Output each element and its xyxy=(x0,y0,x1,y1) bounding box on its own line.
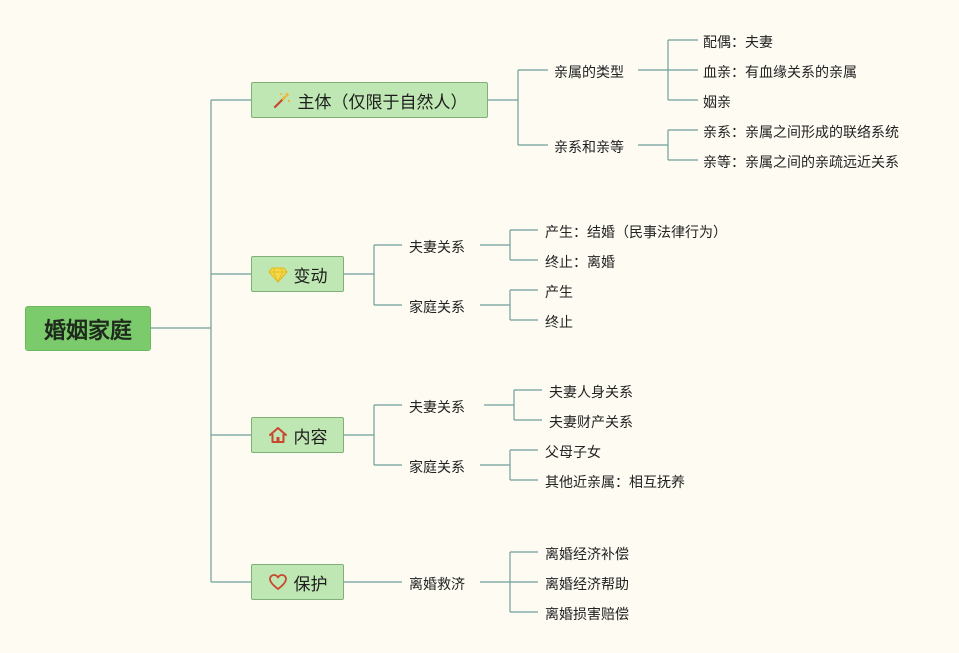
branch-subject[interactable]: 主体（仅限于自然人） xyxy=(251,82,488,118)
branch-label: 保护 xyxy=(293,574,328,595)
branch-label: 变动 xyxy=(293,266,328,287)
subtopic[interactable]: 家庭关系 xyxy=(409,460,465,476)
leaf-item[interactable]: 父母子女 xyxy=(545,445,601,461)
leaf-item[interactable]: 亲系：亲属之间形成的联络系统 xyxy=(703,125,899,141)
leaf-item[interactable]: 血亲：有血缘关系的亲属 xyxy=(703,65,857,81)
heart-icon xyxy=(268,572,288,592)
subtopic[interactable]: 夫妻关系 xyxy=(409,240,465,256)
leaf-item[interactable]: 产生 xyxy=(545,285,573,301)
leaf-item[interactable]: 终止：离婚 xyxy=(545,255,615,271)
branch-change[interactable]: 变动 xyxy=(251,256,344,292)
leaf-item[interactable]: 离婚损害赔偿 xyxy=(545,607,629,623)
root-node[interactable]: 婚姻家庭 xyxy=(25,306,151,351)
leaf-item[interactable]: 其他近亲属：相互抚养 xyxy=(545,475,685,491)
gem-icon xyxy=(267,264,288,284)
subtopic[interactable]: 夫妻关系 xyxy=(409,400,465,416)
subtopic[interactable]: 家庭关系 xyxy=(409,300,465,316)
leaf-item[interactable]: 姻亲 xyxy=(703,95,731,111)
leaf-item[interactable]: 离婚经济补偿 xyxy=(545,547,629,563)
leaf-item[interactable]: 配偶：夫妻 xyxy=(703,35,773,51)
subtopic[interactable]: 亲系和亲等 xyxy=(554,140,624,156)
branch-content[interactable]: 内容 xyxy=(251,417,344,453)
leaf-item[interactable]: 离婚经济帮助 xyxy=(545,577,629,593)
leaf-item[interactable]: 夫妻人身关系 xyxy=(549,385,633,401)
subtopic[interactable]: 离婚救济 xyxy=(409,577,465,593)
subtopic[interactable]: 亲属的类型 xyxy=(554,65,624,81)
leaf-item[interactable]: 夫妻财产关系 xyxy=(549,415,633,431)
magic-wand-icon xyxy=(272,90,292,110)
leaf-item[interactable]: 产生：结婚（民事法律行为） xyxy=(545,225,727,241)
branch-label: 主体（仅限于自然人） xyxy=(297,92,468,113)
house-icon xyxy=(268,425,288,445)
branch-label: 内容 xyxy=(293,427,328,448)
leaf-item[interactable]: 终止 xyxy=(545,315,573,331)
leaf-item[interactable]: 亲等：亲属之间的亲疏远近关系 xyxy=(703,155,899,171)
branch-protection[interactable]: 保护 xyxy=(251,564,344,600)
